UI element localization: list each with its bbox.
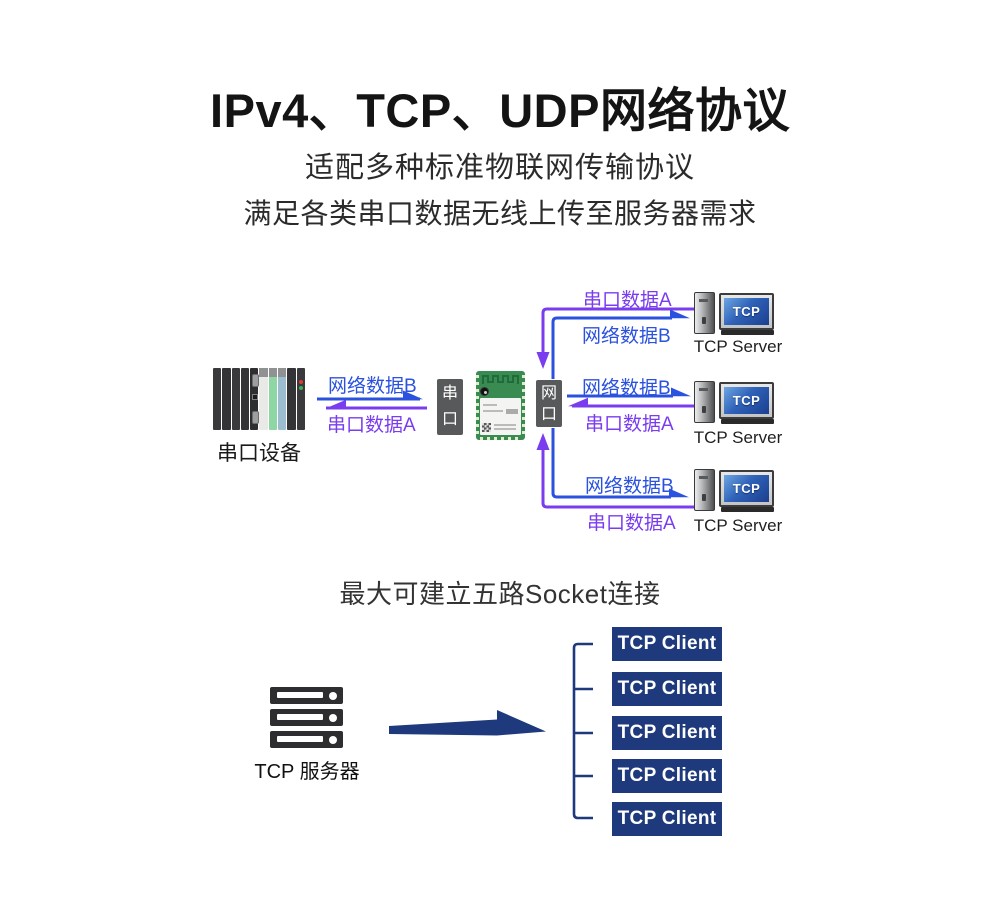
tcp-client-box: TCP Client (612, 672, 722, 706)
plc-led-slat (296, 368, 305, 430)
page-title: IPv4、TCP、UDP网络协议 (210, 84, 790, 137)
socket-section-heading: 最大可建立五路Socket连接 (339, 579, 661, 609)
plc-slat-cap (278, 368, 287, 377)
tcp-server-rack-label: TCP 服务器 (254, 761, 360, 783)
plc-slat-cap (259, 368, 268, 377)
computer-tower-icon (694, 292, 715, 334)
monitor-stand-icon (721, 507, 774, 512)
monitor-screen-text: TCP (724, 475, 769, 502)
monitor-icon: TCP (719, 293, 774, 330)
plc-slat (231, 368, 240, 430)
net-port-box: 网口 (536, 380, 562, 427)
plc-slat (222, 368, 231, 430)
serial-device-label: 串口设备 (217, 442, 301, 465)
castellation-pads (480, 437, 521, 440)
rack-bar (270, 709, 343, 726)
castellation-pads (476, 375, 479, 436)
tcp-server-icon: TCP (694, 467, 778, 513)
branch2-network-data-label: 网络数据B (582, 378, 671, 399)
branch1-network-data-label: 网络数据B (582, 326, 671, 347)
computer-tower-icon (694, 381, 715, 423)
monitor-stand-icon (721, 330, 774, 335)
tcp-client-box: TCP Client (612, 716, 722, 750)
sticker-text-line (483, 410, 503, 412)
wifi-module-icon (476, 371, 525, 440)
plc-slat (278, 368, 287, 430)
tcp-client-label: TCP Client (617, 808, 717, 829)
tcp-client-label: TCP Client (617, 765, 717, 786)
plc-device-icon (213, 368, 305, 430)
tcp-server-label: TCP Server (693, 428, 783, 447)
serial-port-box: 串口 (437, 379, 463, 435)
sticker-logo-mark (506, 409, 518, 414)
plc-slat (287, 368, 296, 430)
branch1-serial-data-label: 串口数据A (583, 290, 672, 311)
rack-bar (270, 687, 343, 704)
plc-connector-detail (252, 394, 259, 400)
subtitle-1: 适配多种标准物联网传输协议 (304, 152, 695, 184)
plc-slat-cap (268, 368, 278, 377)
branch3-serial-data-label: 串口数据A (587, 513, 676, 534)
antenna-connector-icon (480, 387, 489, 396)
plc-slat (259, 368, 268, 430)
led-lights-icon (298, 380, 303, 384)
monitor-screen-text: TCP (724, 387, 769, 414)
monitor-icon: TCP (719, 470, 774, 507)
server-rack-icon (270, 687, 343, 753)
left-link-serial-data-label: 串口数据A (327, 415, 416, 436)
castellation-pads (522, 375, 525, 436)
flow-arrow-icon (389, 710, 546, 736)
tcp-client-box: TCP Client (612, 627, 722, 661)
tcp-server-label: TCP Server (693, 516, 783, 535)
module-label-sticker (480, 398, 521, 435)
sticker-text-line (494, 428, 516, 430)
monitor-icon: TCP (719, 382, 774, 419)
tcp-client-box: TCP Client (612, 802, 722, 836)
rack-bar (270, 731, 343, 748)
left-link-network-data-label: 网络数据B (328, 376, 417, 397)
tcp-server-label: TCP Server (693, 337, 783, 356)
monitor-stand-icon (721, 419, 774, 424)
tcp-client-label: TCP Client (617, 678, 717, 699)
sticker-text-line (494, 424, 516, 426)
computer-tower-icon (694, 469, 715, 511)
tcp-server-icon: TCP (694, 290, 778, 336)
sticker-text-line (483, 404, 497, 406)
monitor-screen-text: TCP (724, 298, 769, 325)
plc-slat (213, 368, 222, 430)
tcp-client-box: TCP Client (612, 759, 722, 793)
tcp-client-label: TCP Client (617, 633, 717, 654)
tcp-client-label: TCP Client (617, 722, 717, 743)
qr-code-icon (482, 423, 491, 432)
client-bracket-icon (572, 642, 593, 820)
subtitle-2: 满足各类串口数据无线上传至服务器需求 (243, 198, 757, 229)
branch3-network-data-label: 网络数据B (585, 476, 674, 497)
branch2-serial-data-label: 串口数据A (585, 414, 674, 435)
plc-slat (240, 368, 250, 430)
plc-connector-slat (250, 368, 260, 430)
plc-slat (268, 368, 278, 430)
tcp-server-icon: TCP (694, 379, 778, 425)
antenna-trace-icon (482, 375, 519, 384)
